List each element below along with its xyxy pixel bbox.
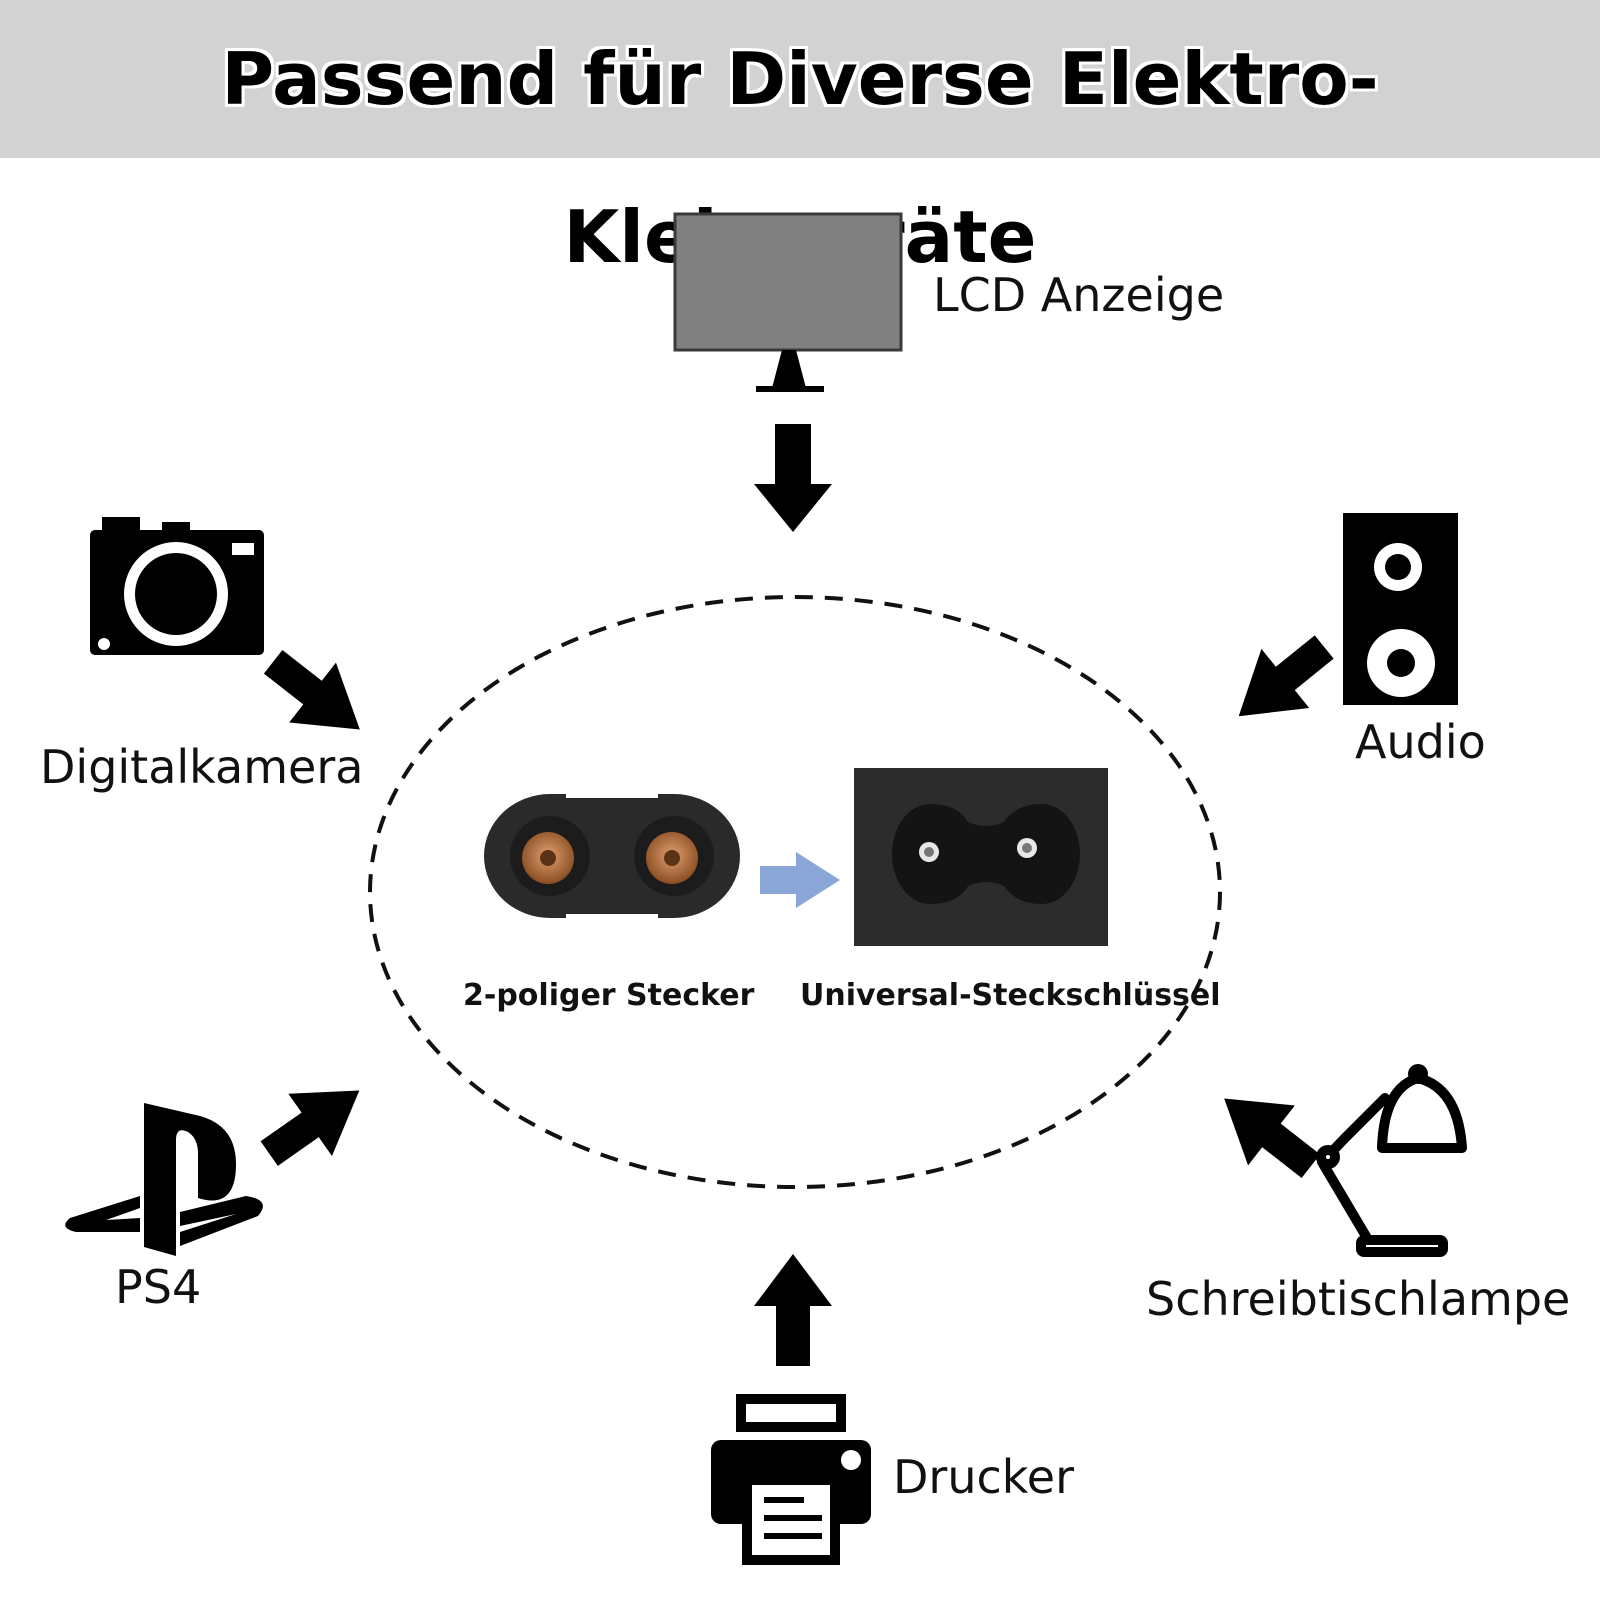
two-pole-plug-icon	[484, 792, 740, 920]
dashed-ellipse	[368, 595, 1222, 1189]
camera-icon	[90, 517, 264, 655]
center-arrow-icon	[760, 852, 840, 908]
ps4-label: PS4	[115, 1260, 202, 1314]
arrow-ps4-icon	[260, 1090, 360, 1166]
socket-label: Universal-Steckschlüssel	[800, 978, 1221, 1013]
printer-label: Drucker	[893, 1450, 1074, 1504]
arrow-audio-icon	[1238, 635, 1334, 717]
monitor-icon	[673, 212, 903, 392]
audio-label: Audio	[1355, 715, 1486, 769]
speaker-icon	[1343, 513, 1458, 705]
printer-icon	[711, 1394, 871, 1565]
playstation-logo-icon	[65, 1103, 263, 1256]
lcd-label: LCD Anzeige	[933, 268, 1225, 322]
header-bar	[0, 0, 1600, 158]
universal-socket-icon	[854, 768, 1108, 946]
desk-lamp-icon	[1316, 1064, 1467, 1257]
arrow-up-icon	[754, 1254, 832, 1366]
camera-label: Digitalkamera	[40, 740, 364, 794]
arrow-camera-icon	[263, 650, 360, 730]
page-title: Passend für Diverse Elektro-Kleingeräte	[221, 37, 1379, 279]
arrow-down-icon	[754, 424, 832, 532]
lamp-label: Schreibtischlampe	[1146, 1272, 1571, 1326]
plug-label: 2-poliger Stecker	[463, 978, 755, 1013]
arrow-lamp-icon	[1224, 1098, 1321, 1178]
